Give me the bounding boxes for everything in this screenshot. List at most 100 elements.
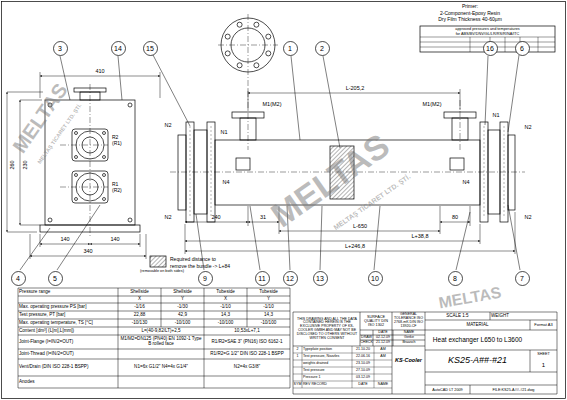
table-rule bbox=[18, 303, 290, 304]
legend-note: remove the bundle -> L+84 bbox=[170, 263, 230, 268]
dimension-label: 410 bbox=[95, 69, 104, 75]
title-block-cell: 21.10.20 bbox=[352, 346, 374, 353]
title-block-cell: Format A3 bbox=[530, 320, 557, 330]
title-block-cell: WEIGHT bbox=[490, 312, 557, 320]
title-block-cell: 02.12.09 bbox=[373, 335, 393, 340]
coating-note: approved pressures and temperatures bbox=[420, 27, 555, 32]
title-block-cell: MATERIAL bbox=[425, 320, 530, 330]
callout-bubble: 2 bbox=[315, 41, 330, 56]
port-label: N2 bbox=[524, 125, 531, 131]
table-cell: Shellside bbox=[161, 288, 204, 296]
title-block-cell: weights drained bbox=[302, 360, 352, 367]
callout-number: 1 bbox=[288, 45, 292, 52]
callout-number: 10 bbox=[371, 275, 379, 282]
callout-bubble: 11 bbox=[255, 271, 270, 286]
port-label: (R2) bbox=[112, 188, 122, 193]
callout-number: 3 bbox=[58, 45, 62, 52]
callout-bubble: 5 bbox=[48, 271, 63, 286]
table-rule bbox=[290, 288, 291, 388]
table-cell: Max. operating pressure PS [bar] bbox=[18, 303, 118, 311]
callout-number: 13 bbox=[316, 275, 324, 282]
table-cell: Max. operating temperature, TS [°C] bbox=[18, 319, 118, 327]
watermark: MELTAS bbox=[9, 80, 71, 156]
table-cell: Tubeside bbox=[247, 288, 290, 296]
port-label: N4 bbox=[462, 180, 469, 186]
table-cell: R1/R2=G 1/2" DIN ISO 228-1 BSPP bbox=[204, 349, 290, 359]
callout-number: 16 bbox=[486, 45, 494, 52]
table-cell: -1/30 bbox=[161, 303, 204, 311]
title-block-cell: SYM bbox=[293, 381, 302, 388]
callout-bubble: 8 bbox=[448, 271, 463, 286]
dimension-label: 31 bbox=[260, 215, 266, 221]
callout-bubble: 3 bbox=[53, 41, 68, 56]
title-block-cell: AutoCAD LT 2009 bbox=[425, 385, 470, 394]
title-block bbox=[293, 312, 557, 394]
coating-note: 2-Component-Epoxy Resin bbox=[440, 10, 500, 15]
dimension-label: L+246,8 bbox=[345, 244, 365, 250]
title-block-cell: DATE bbox=[352, 381, 374, 388]
table-cell: N2=4x G3/8" bbox=[204, 359, 290, 376]
dimension-label: M1(M2) bbox=[423, 102, 442, 108]
table-cell: 22,88 bbox=[118, 311, 161, 319]
title-block-cell: NAME bbox=[393, 330, 425, 335]
table-cell: 10,53xL+7,1 bbox=[204, 327, 290, 335]
callout-bubble: 16 bbox=[483, 41, 498, 56]
table-cell: -10/100 bbox=[161, 319, 204, 327]
table-rule bbox=[118, 288, 119, 388]
dimension-lines bbox=[7, 72, 515, 259]
title-block-cell: REV RECORD bbox=[302, 381, 352, 388]
table-cell: L=(40-9,82/LT)+2,5 bbox=[118, 327, 204, 335]
table-rule bbox=[18, 288, 19, 388]
title-block-cell: 03.12.09 bbox=[352, 374, 374, 381]
title-block-cell: 2 bbox=[293, 346, 302, 353]
coating-note: for ABS/BV/DNV/GL/LR/RS/RINA/ITC bbox=[420, 32, 555, 37]
centerlines bbox=[60, 14, 525, 236]
port-label: N1 bbox=[492, 113, 499, 119]
title-block-cell: DRAW bbox=[360, 335, 373, 340]
dimension-label: 230 bbox=[23, 160, 29, 169]
title-block-cell: Braasch bbox=[393, 340, 425, 346]
table-cell: Pressure range bbox=[18, 288, 118, 296]
table-rule bbox=[18, 349, 290, 350]
callout-number: 2 bbox=[320, 45, 324, 52]
callout-bubble: 4 bbox=[11, 271, 26, 286]
dimension-label: M1(M2) bbox=[263, 102, 282, 108]
table-cell: -1/10 bbox=[247, 303, 290, 311]
title-block-cell: 21.12.09 bbox=[373, 340, 393, 346]
callout-bubble: 15 bbox=[143, 41, 158, 56]
table-cell: X bbox=[118, 296, 161, 303]
leader-lines bbox=[20, 55, 520, 270]
port-label: R2 bbox=[112, 135, 118, 140]
dimension-label: 140 bbox=[60, 237, 69, 243]
callout-number: 12 bbox=[286, 275, 294, 282]
callout-number: 8 bbox=[453, 275, 457, 282]
table-cell: Joint-Flange (I=IN/2=OUT) bbox=[18, 335, 118, 349]
dimension-label: L+38,8 bbox=[412, 234, 429, 240]
table-rule bbox=[161, 288, 162, 327]
table-cell: -10/100 bbox=[204, 319, 247, 327]
table-rule bbox=[204, 288, 205, 388]
callout-bubble: 14 bbox=[111, 41, 126, 56]
legend-note: (removable on both sides) bbox=[140, 270, 184, 274]
title-block-cell: Test pressure, Nozzles bbox=[302, 353, 352, 360]
title-block-cell: AM bbox=[374, 346, 392, 353]
callout-bubble: 12 bbox=[283, 271, 298, 286]
port-label: N2 bbox=[164, 215, 171, 221]
title-block-cell: CHECK bbox=[360, 340, 373, 346]
title-block-cell: THIS DRAWING AND ALL THE DATA CONTAINED … bbox=[294, 312, 360, 346]
title-block-cell: DATE bbox=[373, 330, 393, 335]
table-cell: Vent/Drain (DIN ISO 228-1 BSPP) bbox=[18, 359, 118, 376]
title-block-cell: SHEET bbox=[530, 350, 557, 358]
table-rule bbox=[18, 311, 290, 312]
table-rule bbox=[18, 388, 290, 389]
port-label: N1 bbox=[220, 130, 227, 136]
legend-hatch bbox=[150, 256, 166, 267]
port-label: (R1) bbox=[112, 141, 122, 146]
callout-number: 7 bbox=[520, 275, 524, 282]
callout-bubble: 10 bbox=[368, 271, 383, 286]
table-rule bbox=[18, 319, 290, 320]
table-rule bbox=[18, 376, 290, 377]
table-cell: Tubeside bbox=[204, 288, 247, 296]
title-block-cell: KS-Cooler bbox=[392, 350, 425, 372]
dimension-label: 140 bbox=[110, 237, 119, 243]
